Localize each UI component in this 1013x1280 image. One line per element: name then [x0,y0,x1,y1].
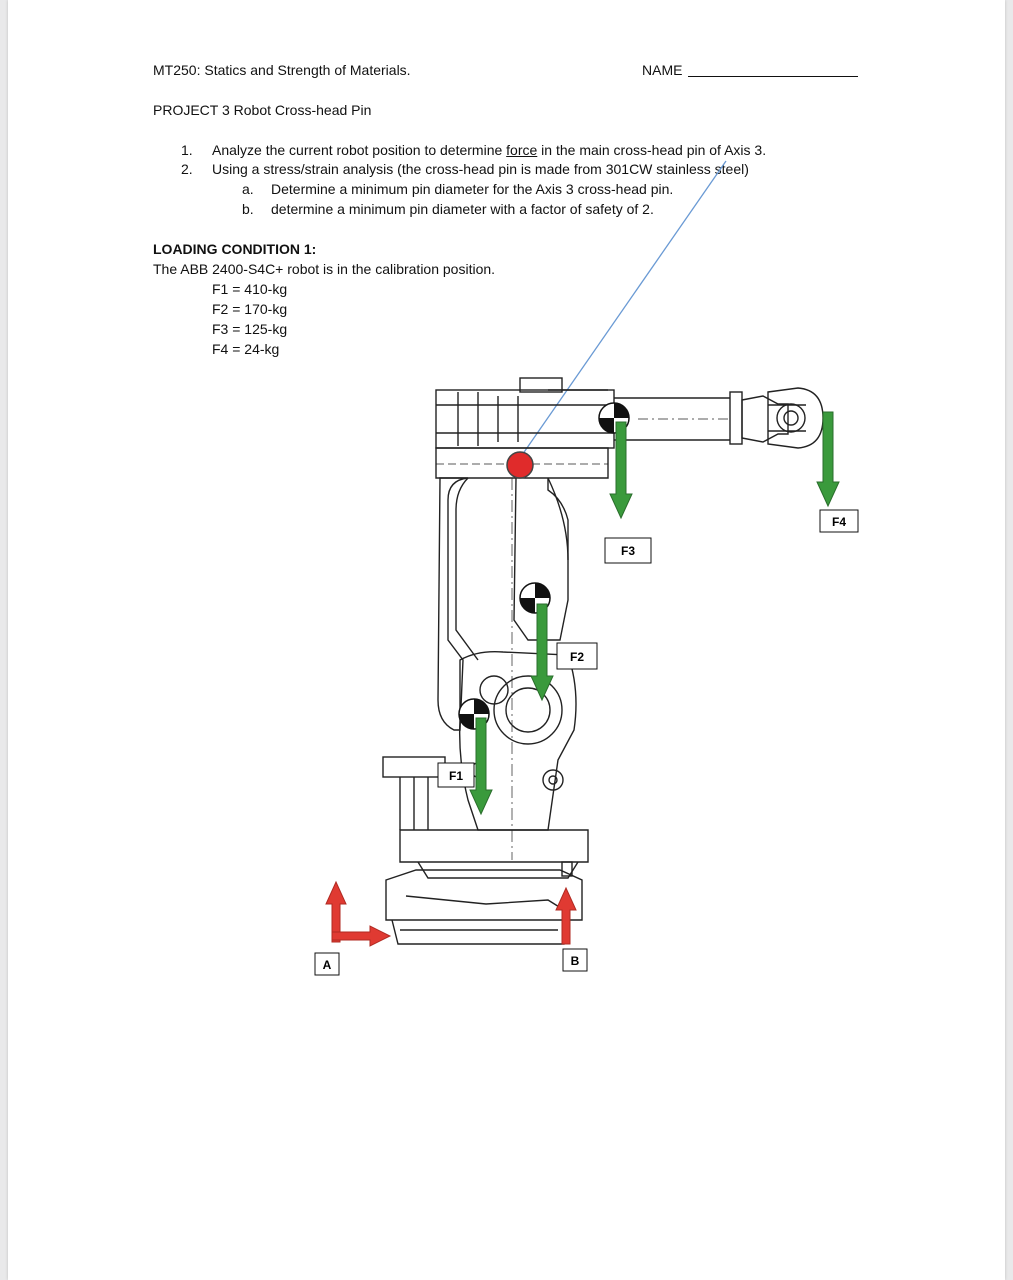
cross-head-pin [506,451,534,479]
reaction-arrows [325,880,577,947]
force-f1-value: F1 = 410-kg [212,281,288,297]
loading-condition-title: LOADING CONDITION 1: [153,241,317,257]
label-b: B [571,954,580,968]
label-a: A [323,958,332,972]
subtask-a-letter: a. [242,181,254,197]
label-f1: F1 [449,769,463,783]
force-f4-value: F4 = 24-kg [212,341,280,357]
force-arrows [469,411,840,816]
label-f3: F3 [621,544,635,558]
task-1-pre: Analyze the current robot position to de… [212,142,507,158]
reaction-arrow-b [555,886,577,945]
robot-diagram: F4 F3 F2 F1 A B [314,160,859,976]
label-box-b [562,948,588,972]
label-box-a [314,952,340,976]
upper-arm-housing [435,389,615,449]
name-blank-line [688,76,858,77]
robot-outline [382,377,824,945]
task-1-text: Analyze the current robot position to de… [212,141,766,159]
task-1-post: in the main cross-head pin of Axis 3. [537,142,767,158]
task-2-text: Using a stress/strain analysis (the cros… [212,161,749,177]
diagram-labels: F4 F3 F2 F1 A B [314,509,859,976]
pin-leader-line [519,160,727,459]
subtask-b-text: determine a minimum pin diameter with a … [271,201,654,217]
task-2-number: 2. [181,161,193,177]
force-arrow-f4 [816,411,840,508]
label-box-f3 [604,537,652,564]
subtask-b-letter: b. [242,201,254,217]
loading-description: The ABB 2400-S4C+ robot is in the calibr… [153,261,496,277]
label-box-f1 [437,762,475,788]
force-arrow-f1 [469,717,493,816]
label-box-f2 [556,642,598,670]
document-page: MT250: Statics and Strength of Materials… [8,0,1005,1280]
reaction-arrow-a-horizontal [331,925,392,947]
label-f4: F4 [832,515,846,529]
subtask-a-text: Determine a minimum pin diameter for the… [271,181,674,197]
task-1-number: 1. [181,142,193,158]
project-title: PROJECT 3 Robot Cross-head Pin [153,102,372,118]
label-f2: F2 [570,650,584,664]
force-arrow-f2 [530,603,554,702]
course-title: MT250: Statics and Strength of Materials… [153,62,411,78]
label-box-f4 [819,509,859,533]
name-label: NAME [642,62,683,78]
task-1-force-word: force [506,142,538,158]
force-arrow-f3 [609,421,633,520]
force-f3-value: F3 = 125-kg [212,321,288,337]
force-f2-value: F2 = 170-kg [212,301,288,317]
